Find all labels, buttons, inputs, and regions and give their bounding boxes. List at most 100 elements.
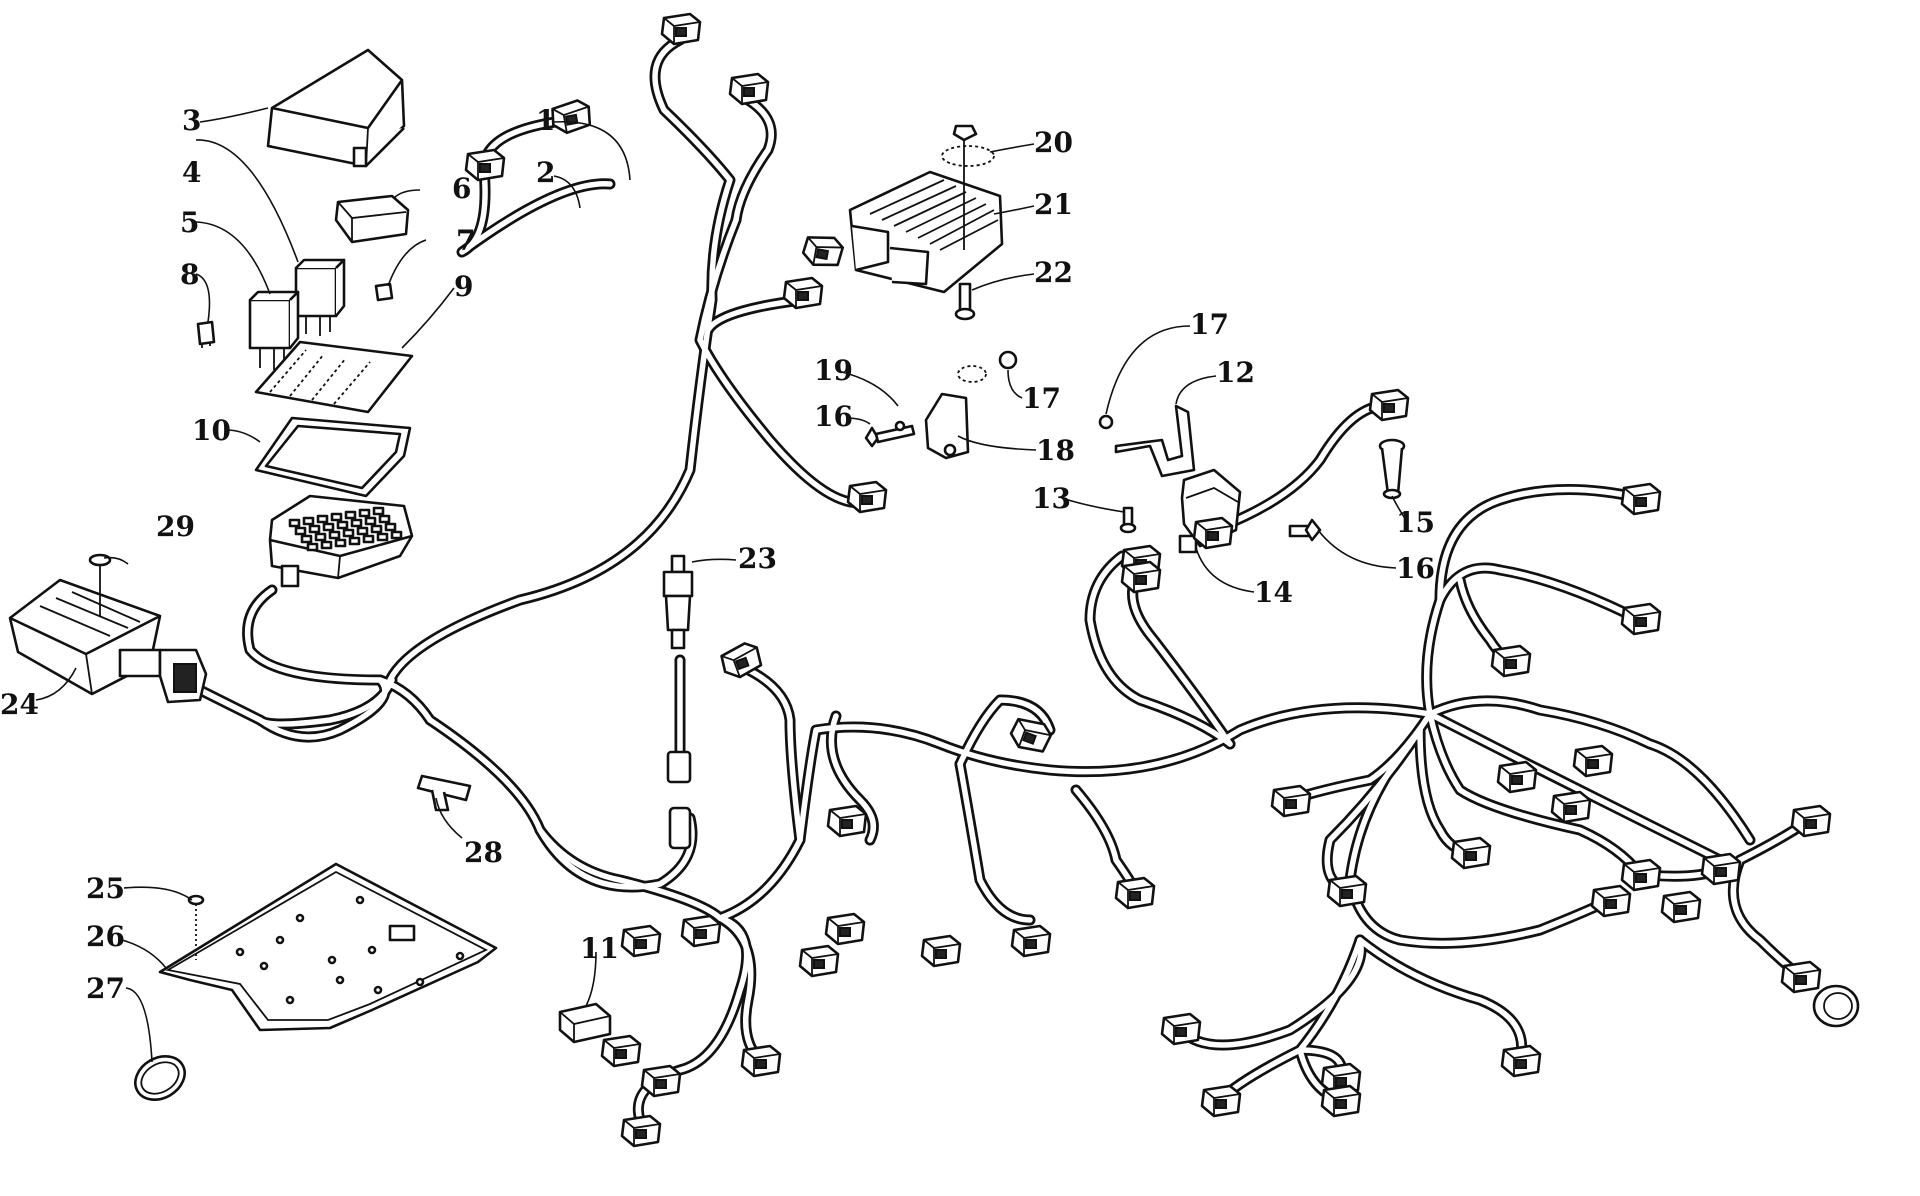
- connector-16: [1620, 602, 1662, 636]
- callout-29: 29: [156, 510, 195, 543]
- connector-20: [1450, 836, 1492, 870]
- fuse-box-relay-small: [334, 194, 410, 244]
- connector-latch: [1605, 899, 1617, 909]
- fuse-slot: [308, 524, 321, 534]
- wire-fill-33: [1427, 711, 1723, 863]
- connector-face: [731, 77, 769, 104]
- fuse-slot: [384, 522, 397, 532]
- fuse-slot: [372, 506, 385, 516]
- connector-latch: [1025, 939, 1037, 949]
- connector-30: [1700, 852, 1742, 886]
- connector-face: [1593, 889, 1631, 916]
- connector-37: [798, 944, 840, 978]
- connector-face: [1703, 857, 1741, 884]
- fuse-slot: [320, 540, 333, 550]
- connector-face: [1203, 1089, 1241, 1116]
- callout-10: 10: [192, 414, 231, 447]
- connector-19: [1326, 874, 1368, 908]
- callout-28: 28: [464, 836, 503, 869]
- callout-22: 22: [1034, 256, 1073, 289]
- hose-clamp: [134, 1055, 186, 1101]
- callout-26: 26: [86, 920, 125, 953]
- wire-outline-5: [242, 584, 436, 726]
- connector-face: [827, 917, 865, 944]
- fuse-slot: [342, 528, 355, 538]
- wire-fill-19: [1427, 698, 1753, 843]
- harness-connectors: [464, 12, 1832, 1148]
- connector-31: [640, 1064, 682, 1098]
- voltage-regulator: [848, 170, 1004, 294]
- callout-13: 13: [1032, 482, 1071, 515]
- fuse-slot: [370, 524, 383, 534]
- connector-latch: [479, 163, 491, 173]
- connector-42: [1368, 388, 1410, 422]
- connector-8: [1009, 717, 1053, 753]
- connector-14: [1192, 516, 1234, 550]
- mounting-plate: [158, 862, 498, 1032]
- wire-fill-7: [257, 677, 395, 727]
- wire-fill-2: [733, 97, 774, 223]
- connector-face: [1623, 863, 1661, 890]
- callout-6: 6: [452, 172, 471, 205]
- relay-11: [558, 1002, 612, 1044]
- connector-22: [1590, 884, 1632, 918]
- fuse-slot: [316, 514, 329, 524]
- connector-33: [740, 1044, 782, 1078]
- connector-latch: [1135, 575, 1147, 585]
- connector-latch: [655, 1079, 667, 1089]
- connector-latch: [1805, 819, 1817, 829]
- connector-latch: [1587, 759, 1599, 769]
- fuse-slot: [348, 536, 361, 546]
- horn-button: [1812, 984, 1860, 1028]
- fuse-slot: [376, 532, 389, 542]
- connector-34: [600, 1034, 642, 1068]
- mini-fuse-7: [374, 282, 394, 302]
- connector-face: [552, 105, 589, 133]
- connector-latch: [1795, 975, 1807, 985]
- callout-9: 9: [454, 270, 473, 303]
- connector-face: [1017, 718, 1052, 748]
- connector-11: [1010, 924, 1052, 958]
- callout-24: 24: [0, 688, 39, 721]
- fuse-slot: [344, 510, 357, 520]
- connector-latch: [755, 1059, 767, 1069]
- connector-face: [1371, 393, 1409, 420]
- connector-face: [1623, 487, 1661, 514]
- relay-5: [248, 290, 300, 370]
- wire-fill-8: [427, 717, 695, 890]
- regulator-bolt-bottom: [954, 282, 976, 321]
- mini-fuse-8: [196, 320, 216, 348]
- fuse-box-label-sheet: [254, 340, 414, 414]
- connector-43: [1120, 560, 1162, 594]
- wire-fill-21: [1437, 486, 1643, 603]
- connector-latch: [797, 291, 809, 301]
- connector-latch: [1515, 1059, 1527, 1069]
- connector-9: [826, 804, 868, 838]
- connector-face: [1553, 795, 1591, 822]
- fuse-slot: [350, 518, 363, 528]
- connector-23: [1160, 1012, 1202, 1046]
- connector-1: [728, 72, 770, 106]
- connector-24: [1500, 1044, 1542, 1078]
- callout-20: 20: [1034, 126, 1073, 159]
- callout-8: 8: [180, 258, 199, 291]
- connector-latch: [861, 495, 873, 505]
- connector-face: [1575, 749, 1613, 776]
- connector-41: [1550, 790, 1592, 824]
- callout-17b: 17: [1022, 382, 1061, 415]
- connector-29: [1780, 960, 1822, 994]
- connector-latch: [1675, 905, 1687, 915]
- connector-0: [660, 12, 702, 46]
- wire-fill-37: [1087, 553, 1233, 747]
- connector-latch: [615, 1049, 627, 1059]
- fuse-box-cover: [266, 48, 406, 168]
- connector-face: [623, 1119, 661, 1146]
- connector-face: [1793, 809, 1831, 836]
- connector-face: [643, 1069, 681, 1096]
- wire-fill-15: [957, 697, 1053, 767]
- fuse-slot: [302, 516, 315, 526]
- connector-latch: [675, 27, 687, 37]
- connector-35: [680, 914, 722, 948]
- connector-face: [603, 1039, 641, 1066]
- connector-face: [1453, 841, 1491, 868]
